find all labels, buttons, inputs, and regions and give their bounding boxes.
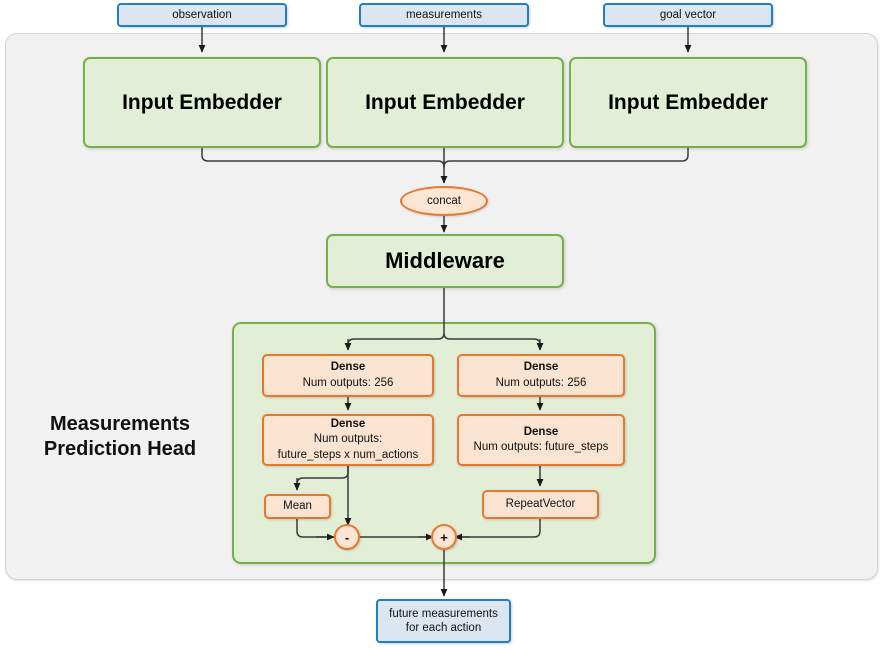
measurements-prediction-head-label: Measurements Prediction Head <box>16 412 224 462</box>
input-embedder-3[interactable]: Input Embedder <box>569 57 807 148</box>
input-embedder-3-label: Input Embedder <box>608 90 768 114</box>
mean-label: Mean <box>283 499 312 512</box>
right-dense2-title: Dense <box>523 425 559 438</box>
subtract-operator-symbol: - <box>344 529 350 545</box>
right-dense-256-title: Dense <box>523 361 559 374</box>
head-label-line2: Prediction Head <box>43 438 197 460</box>
repeat-vector-node[interactable]: RepeatVector <box>482 490 599 519</box>
concat-node[interactable]: concat <box>400 186 488 216</box>
input-goal-vector-label: goal vector <box>659 8 717 21</box>
head-label-line1: Measurements <box>49 413 191 435</box>
concat-label: concat <box>427 195 461 207</box>
add-operator[interactable]: + <box>431 524 457 550</box>
output-line2: for each action <box>405 622 482 634</box>
input-goal-vector[interactable]: goal vector <box>603 3 773 27</box>
right-dense-256[interactable]: Dense Num outputs: 256 <box>457 354 625 397</box>
left-dense2-sub-line2: future_steps x num_actions <box>277 448 419 461</box>
output-future-measurements[interactable]: future measurements for each action <box>376 599 511 643</box>
left-dense-256[interactable]: Dense Num outputs: 256 <box>262 354 434 397</box>
middleware-label: Middleware <box>385 248 505 273</box>
right-dense2-sub: Num outputs: future_steps <box>473 441 609 453</box>
input-measurements-label: measurements <box>405 8 483 21</box>
left-dense2-title: Dense <box>330 418 366 431</box>
left-dense-future-steps-num-actions[interactable]: Dense Num outputs: future_steps x num_ac… <box>262 414 434 466</box>
input-measurements[interactable]: measurements <box>359 3 529 27</box>
input-embedder-1[interactable]: Input Embedder <box>83 57 321 148</box>
input-observation[interactable]: observation <box>117 3 287 27</box>
input-observation-label: observation <box>172 8 232 21</box>
left-dense-256-title: Dense <box>330 361 366 374</box>
input-embedder-1-label: Input Embedder <box>122 90 282 114</box>
middleware-node[interactable]: Middleware <box>326 234 564 288</box>
right-dense-future-steps[interactable]: Dense Num outputs: future_steps <box>457 414 625 466</box>
left-dense-256-sub: Num outputs: 256 <box>302 376 394 389</box>
add-operator-symbol: + <box>440 529 448 545</box>
input-embedder-2[interactable]: Input Embedder <box>326 57 564 148</box>
output-line1: future measurements <box>389 607 498 620</box>
mean-node[interactable]: Mean <box>264 494 331 519</box>
subtract-operator[interactable]: - <box>334 524 360 550</box>
left-dense2-sub-line1: Num outputs: <box>313 433 383 446</box>
input-embedder-2-label: Input Embedder <box>365 90 525 114</box>
repeat-vector-label: RepeatVector <box>505 497 576 510</box>
right-dense-256-sub: Num outputs: 256 <box>495 376 587 389</box>
